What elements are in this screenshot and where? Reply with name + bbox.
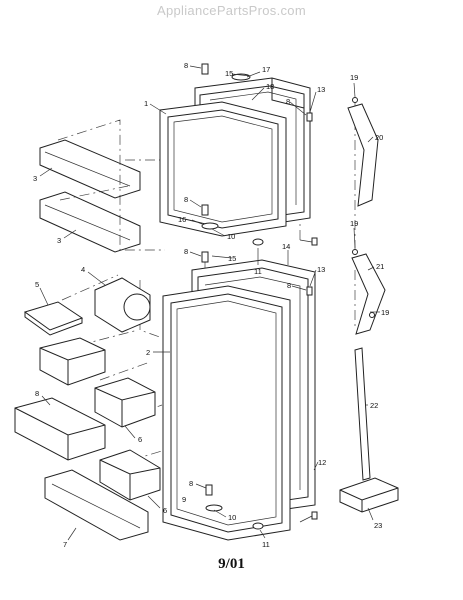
- butter-tray: [339, 477, 399, 513]
- callout-7: 7: [63, 540, 67, 549]
- callout-12: 12: [318, 458, 326, 467]
- door-shelf-upper: [39, 139, 141, 199]
- callout-8b: 8: [184, 61, 188, 70]
- trim-strip: [354, 347, 371, 481]
- callout-6b: 6: [163, 506, 167, 515]
- callout-2: 2: [146, 348, 150, 357]
- leader-lines: [39, 65, 380, 541]
- date-code: 9/01: [218, 556, 245, 572]
- callout-1: 1: [144, 99, 148, 108]
- callout-19c: 19: [381, 308, 389, 317]
- callout-labels: 1 2 3 3 4 5 6 6 7 8 8 8 8 8 8 8 9 10 10 …: [33, 61, 389, 549]
- callout-5: 5: [35, 280, 39, 289]
- callout-14: 14: [282, 242, 290, 251]
- dairy-container: [94, 277, 151, 333]
- callout-13a: 13: [317, 85, 325, 94]
- fresh-food-gasket: [162, 285, 291, 541]
- callout-15a: 15: [225, 69, 233, 78]
- callout-17: 17: [262, 65, 270, 74]
- callout-21: 21: [376, 262, 384, 271]
- callout-8g: 8: [287, 281, 291, 290]
- callout-10a: 10: [227, 232, 235, 241]
- callout-8a: 8: [35, 389, 39, 398]
- door-bin-4: [99, 449, 161, 501]
- callout-9: 9: [182, 495, 186, 504]
- door-shelf-bottom: [44, 469, 149, 541]
- callout-8d: 8: [184, 247, 188, 256]
- callout-15b: 15: [228, 254, 236, 263]
- callout-18: 18: [266, 82, 274, 91]
- callout-19b: 19: [350, 219, 358, 228]
- dairy-cover: [23, 301, 84, 336]
- callout-3a: 3: [33, 174, 37, 183]
- fresh-food-handle: [351, 253, 386, 335]
- callout-8c: 8: [184, 195, 188, 204]
- door-bin-1: [39, 337, 106, 386]
- door-shelf-lower: [39, 191, 141, 253]
- callout-10b: 10: [228, 513, 236, 522]
- freezer-handle: [347, 103, 379, 207]
- watermark: AppliancePartsPros.com: [157, 3, 306, 18]
- callout-11a: 11: [254, 267, 262, 276]
- callout-11b: 11: [262, 540, 270, 549]
- callout-8f: 8: [286, 97, 290, 106]
- hardware-parts: [201, 63, 375, 530]
- callout-6a: 6: [138, 435, 142, 444]
- callout-20: 20: [375, 133, 383, 142]
- callout-3b: 3: [57, 236, 61, 245]
- door-bin-2: [94, 377, 156, 428]
- callout-4: 4: [81, 265, 85, 274]
- callout-8e: 8: [189, 479, 193, 488]
- callout-16: 16: [178, 215, 186, 224]
- callout-23: 23: [374, 521, 382, 530]
- callout-19a: 19: [350, 73, 358, 82]
- callout-22: 22: [370, 401, 378, 410]
- door-bin-3: [14, 397, 106, 461]
- freezer-gasket: [159, 101, 287, 237]
- callout-13b: 13: [317, 265, 325, 274]
